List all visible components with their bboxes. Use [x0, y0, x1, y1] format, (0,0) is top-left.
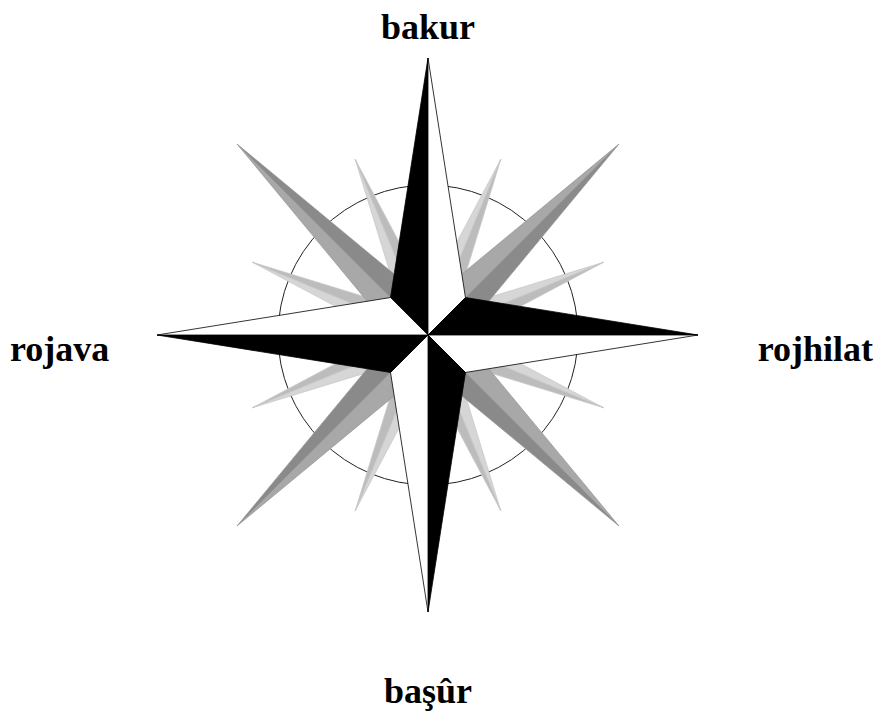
direction-label: bakur: [381, 8, 475, 48]
cardinal-point: [428, 298, 698, 335]
cardinal-point: [157, 298, 428, 335]
cardinal-point: [428, 335, 465, 612]
direction-label: başûr: [384, 672, 472, 712]
direction-label: rojhilat: [758, 330, 873, 370]
cardinal-point: [391, 335, 428, 612]
cardinal-point: [391, 58, 428, 335]
cardinal-point: [157, 335, 428, 372]
cardinal-point: [428, 58, 465, 335]
direction-label: rojava: [10, 330, 109, 370]
cardinal-point: [428, 335, 698, 372]
